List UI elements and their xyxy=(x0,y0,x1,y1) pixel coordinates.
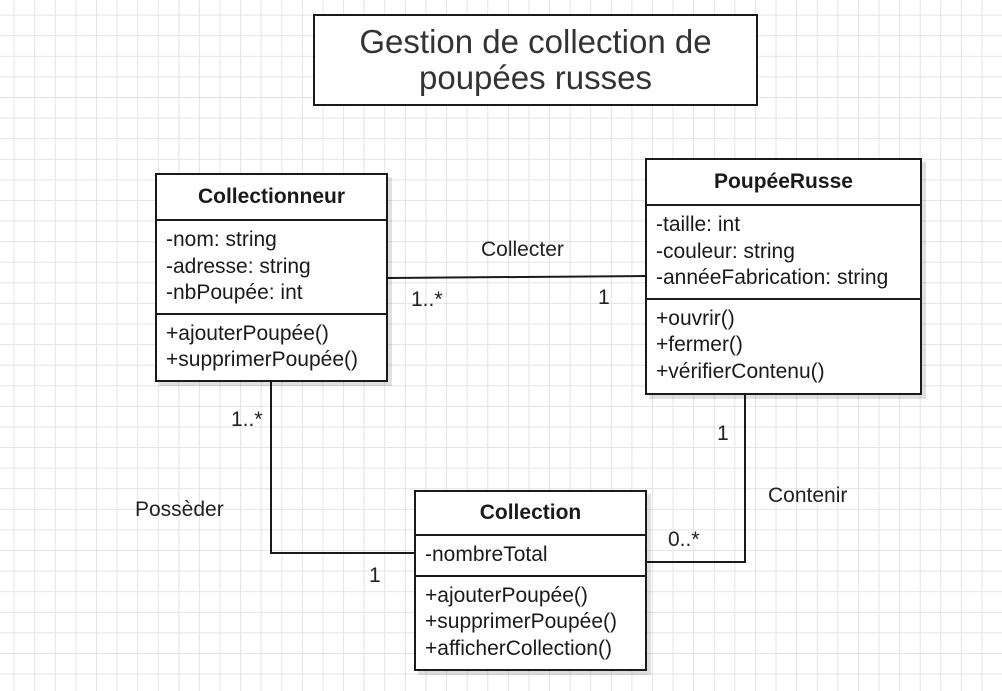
contenir-line xyxy=(647,395,746,563)
class-methods: +ajouterPoupée() +supprimerPoupée() xyxy=(157,312,386,380)
class-poupee-russe[interactable]: PoupéeRusse -taille: int -couleur: strin… xyxy=(645,158,922,395)
attribute-row: -couleur: string xyxy=(656,239,795,263)
association-label-contenir: Contenir xyxy=(768,484,848,507)
multiplicity-label: 0..* xyxy=(668,528,700,551)
multiplicity-label: 1 xyxy=(717,422,729,445)
attribute-row: -adresse: string xyxy=(166,254,311,278)
method-row: +ajouterPoupée() xyxy=(166,321,329,345)
method-row: +ajouterPoupée() xyxy=(425,583,588,607)
attribute-row: -nom: string xyxy=(166,228,277,251)
collecter-line xyxy=(387,275,646,279)
attribute-row: -taille: int xyxy=(656,213,741,236)
posseder-line xyxy=(270,382,414,554)
class-methods: +ouvrir() +fermer() +vérifierContenu() xyxy=(647,297,920,392)
method-row: +vérifierContenu() xyxy=(656,359,825,383)
method-row: +fermer() xyxy=(656,333,743,356)
class-name: Collection xyxy=(479,501,582,524)
class-attributes: -nom: string -adresse: string -nbPoupée:… xyxy=(157,219,386,313)
multiplicity-label: 1..* xyxy=(231,408,263,431)
class-attributes: -nombreTotal xyxy=(416,534,645,575)
attribute-row: -annéeFabrication: string xyxy=(656,266,889,289)
association-label-posseder: Possèder xyxy=(135,498,224,521)
multiplicity-label: 1..* xyxy=(411,288,443,311)
method-row: +ouvrir() xyxy=(656,306,735,330)
diagram-title-text: Gestion de collection de poupées russes xyxy=(359,23,712,96)
class-collection[interactable]: Collection -nombreTotal +ajouterPoupée()… xyxy=(414,490,647,671)
attribute-row: -nombreTotal xyxy=(425,543,548,566)
method-row: +supprimerPoupée() xyxy=(166,348,359,371)
class-attributes: -taille: int -couleur: string -annéeFabr… xyxy=(647,204,920,298)
association-label-collecter: Collecter xyxy=(481,238,564,261)
class-methods: +ajouterPoupée() +supprimerPoupée() +aff… xyxy=(416,574,645,669)
class-collectionneur[interactable]: Collectionneur -nom: string -adresse: st… xyxy=(155,173,388,382)
diagram-title: Gestion de collection de poupées russes xyxy=(313,14,758,106)
class-name: Collectionneur xyxy=(197,185,345,208)
multiplicity-label: 1 xyxy=(369,564,381,587)
class-name: PoupéeRusse xyxy=(714,170,853,193)
attribute-row: -nbPoupée: int xyxy=(166,281,303,304)
method-row: +supprimerPoupée() xyxy=(425,610,618,633)
multiplicity-label: 1 xyxy=(598,286,610,309)
method-row: +afficherCollection() xyxy=(425,636,612,660)
